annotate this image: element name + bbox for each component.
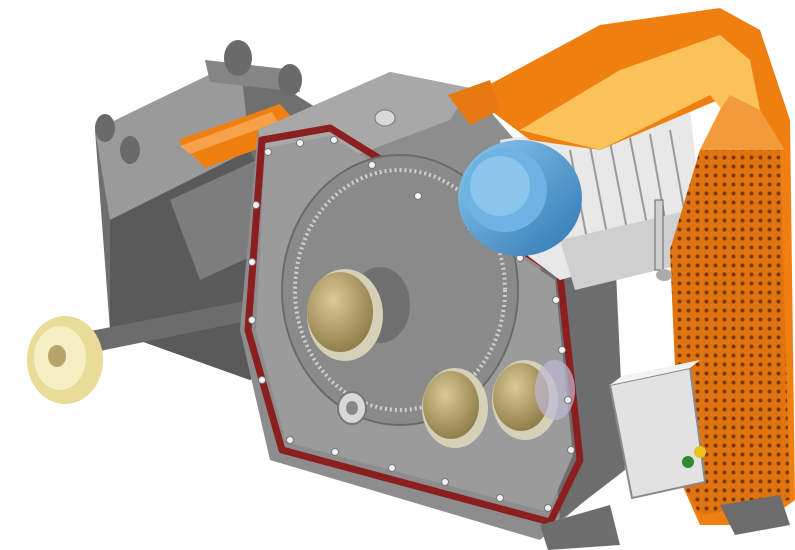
control-cabinet — [608, 360, 707, 500]
tension-arm — [654, 199, 672, 281]
housing-gasket — [244, 124, 584, 526]
motor-end-cap — [458, 140, 582, 256]
belt-guard — [470, 8, 795, 525]
bearing-cap-upper — [307, 269, 383, 361]
inspection-port — [374, 109, 396, 127]
oil-plug — [337, 391, 367, 425]
base-feet — [540, 495, 790, 550]
shaft-guard-small — [178, 104, 305, 168]
guard-bracket — [448, 80, 500, 125]
wheel — [27, 316, 103, 404]
axle — [70, 300, 262, 355]
bearing-cap-lower-right — [492, 360, 575, 440]
bearing-cap-lower-left — [422, 368, 488, 448]
top-pipe — [95, 40, 302, 164]
